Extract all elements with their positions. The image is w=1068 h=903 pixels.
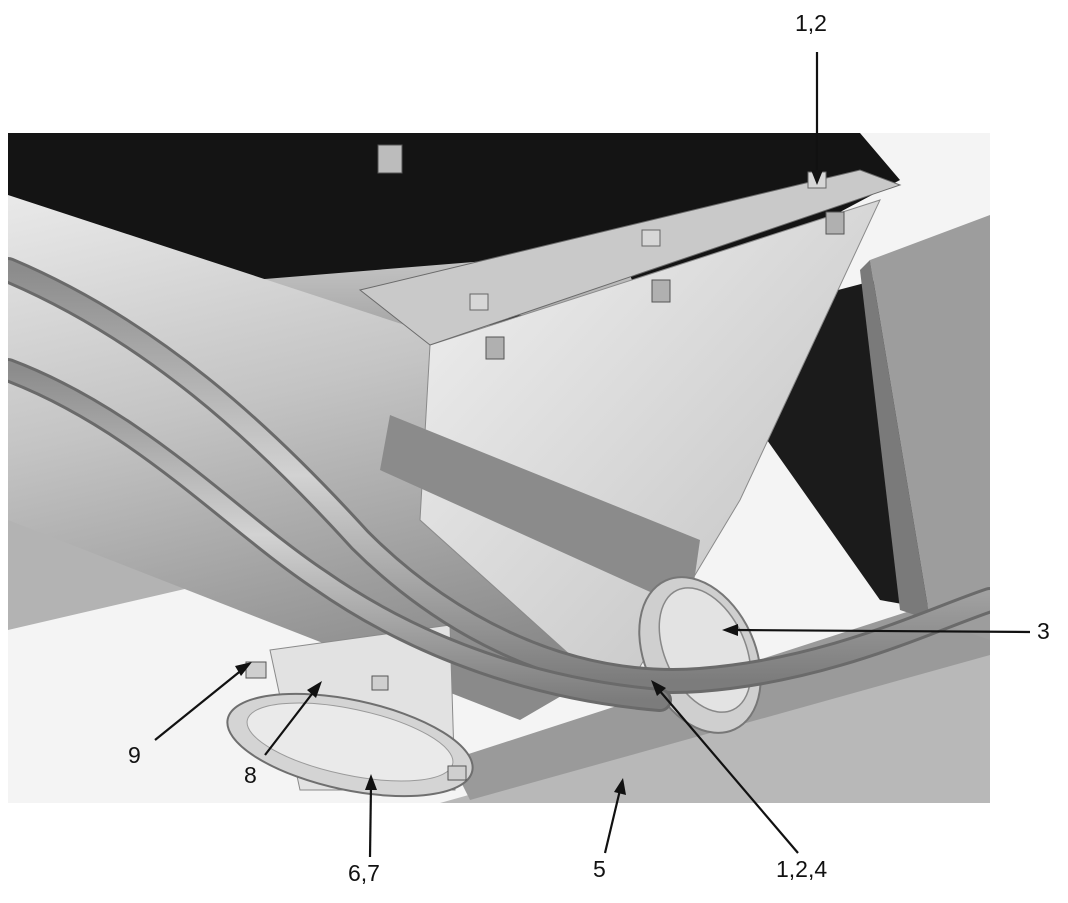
callout-label-6-7: 6,7 [348, 860, 380, 886]
hopper-shadow-band [380, 415, 700, 610]
spout-inner-ring [246, 702, 454, 782]
leader-line-5 [603, 789, 622, 854]
photo-render [8, 133, 990, 803]
arrowhead [307, 681, 322, 698]
leader-line-1-2-4 [658, 689, 799, 854]
leader-line-3 [734, 628, 1031, 634]
hopper-top-flange [358, 169, 902, 346]
arrowhead [722, 624, 738, 636]
callout-label-9: 9 [128, 742, 141, 768]
side-panel-edge [860, 260, 930, 620]
bolt [377, 144, 403, 174]
arrowhead [651, 680, 666, 696]
clamp-bolt [245, 661, 267, 679]
arrowhead [365, 774, 377, 790]
bolt [641, 229, 661, 247]
callout-label-5: 5 [593, 856, 606, 882]
clamp-bolt [371, 675, 389, 691]
bolt [825, 211, 845, 235]
leader-line-6-7 [368, 784, 373, 858]
callout-label-1-2-4: 1,2,4 [776, 856, 828, 882]
callout-label-3: 3 [1037, 618, 1050, 644]
hydraulic-hose-highlight [8, 260, 990, 691]
leader-lines [154, 52, 1031, 858]
bolt [485, 336, 505, 360]
arrowhead [811, 170, 823, 185]
clamp-bolt [447, 765, 467, 781]
bolt [651, 279, 671, 303]
leader-line-9 [154, 668, 244, 741]
side-panel [870, 215, 990, 640]
leader-line-8 [264, 689, 316, 756]
hydraulic-hose-highlight [8, 361, 669, 709]
arrowhead [235, 662, 252, 676]
arrowhead [614, 778, 626, 795]
bolt [469, 293, 489, 311]
callout-label-1-2-top: 1,2 [795, 10, 827, 36]
callout-label-8: 8 [244, 762, 257, 788]
